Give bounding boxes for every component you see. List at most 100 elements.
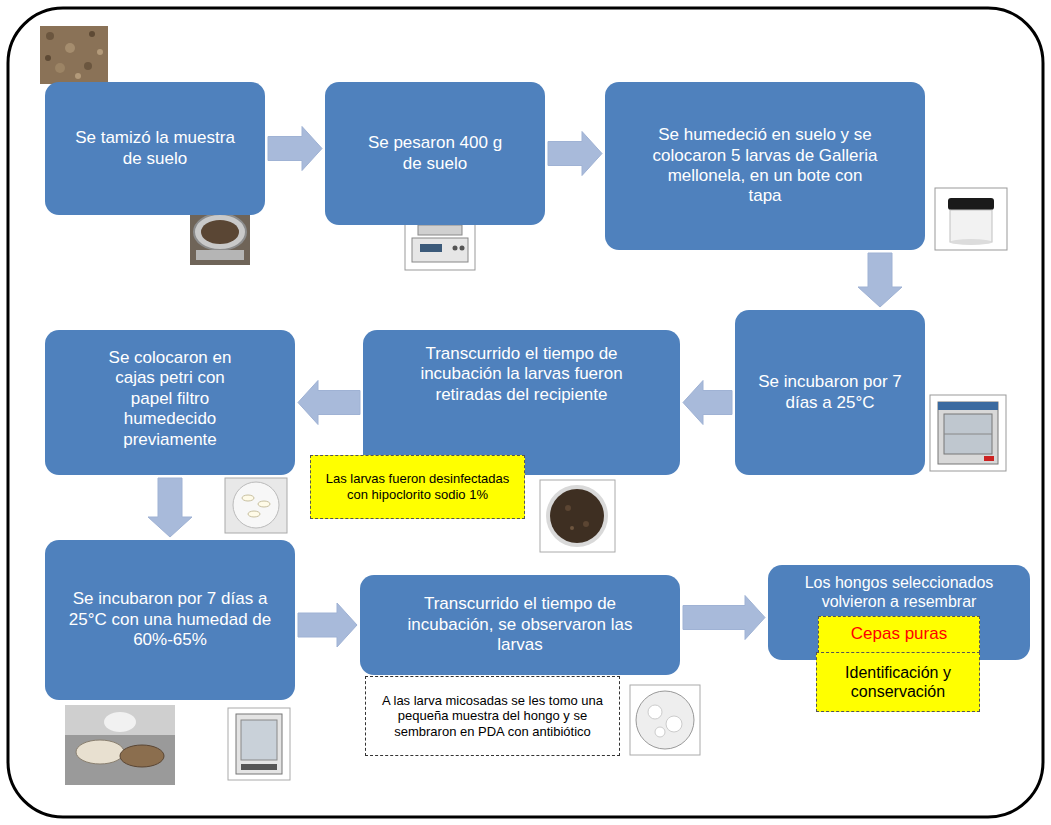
incubator-photo [944,414,992,454]
lab-photo [76,740,124,764]
incubator-photo [938,402,998,410]
block-arrow [298,381,360,425]
text-block: Las larvas fueron desinfectadas con hipo… [320,471,515,502]
lab-photo [120,745,164,767]
container-photo [950,210,992,242]
soil-photo [65,43,75,53]
process-box: Se incubaron por 7 días a 25°C con una h… [45,540,295,700]
soil-photo [75,73,81,79]
text-block: Transcurrido el tiempo de incubación, se… [395,594,645,655]
text-block: Cepas puras [824,624,974,644]
box-text: Identificación y conservación [823,663,973,701]
fungi-dish-photo [666,716,682,732]
fungi-dish-photo [655,727,665,737]
soil-photo [40,26,108,84]
box-text: Se pesaron 400 g de suelo [365,133,505,174]
box-text: Los hongos seleccionados volvieron a res… [779,573,1019,611]
fungi-dish-photo [648,705,662,719]
text-block: Se incubaron por 7 días a 25°C con una h… [65,589,275,650]
sieve-photo [196,250,244,260]
incubator-photo [938,402,998,464]
larvae-dish-photo [233,482,279,528]
scale-photo [418,225,462,235]
container-photo [950,239,992,245]
soil-dish-photo [550,489,604,543]
soil-dish-photo [546,485,608,547]
process-box: Se humedeció en suelo y se colocaron 5 l… [605,82,925,250]
lab-photo [104,712,136,732]
text-block: Transcurrido el tiempo de incubación la … [397,344,647,405]
container-photo [948,198,994,210]
text-block: Se incubaron por 7 días a 25°C [755,372,905,413]
container-photo [935,188,1007,250]
text-block: Se humedeció en suelo y se colocaron 5 l… [649,125,881,207]
incubator-photo [930,395,1006,471]
container-photo [935,188,1007,250]
soil-photo [45,55,51,61]
soil-photo [40,26,108,84]
fungi-dish-photo [636,691,694,749]
box-text: Cepas puras [824,624,974,644]
soil-photo [97,49,103,55]
soil-photo [46,32,54,40]
block-arrow [858,253,902,307]
soil-photo [55,63,65,73]
scale-photo [453,246,458,251]
incubator-photo [930,395,1006,471]
soil-photo [89,31,95,37]
larvae-dish-photo [258,501,270,507]
larvae-dish-photo [225,478,287,533]
incubator-photo [236,714,282,774]
process-box: Se incubaron por 7 días a 25°C [735,310,925,475]
soil-dish-photo [583,521,589,527]
incubator-photo [228,708,290,780]
larvae-dish-photo [248,511,260,517]
process-box: Transcurrido el tiempo de incubación, se… [360,575,680,675]
larvae-dish-photo [225,478,287,533]
box-text: Se colocaron en cajas petri con papel fi… [95,348,245,450]
text-block: Los hongos seleccionados volvieron a res… [779,573,1019,611]
box-text: Se humedeció en suelo y se colocaron 5 l… [649,125,881,207]
incubator-photo [228,708,290,780]
incubator-photo [241,764,277,770]
text-block: Se colocaron en cajas petri con papel fi… [95,348,245,450]
block-arrow [268,127,322,171]
process-box: Se tamizó la muestra de suelo [45,82,265,215]
soil-dish-photo [570,526,574,530]
scale-photo [460,246,465,251]
lab-photo [65,705,175,785]
fungi-dish-photo [630,685,700,755]
box-text: Se tamizó la muestra de suelo [75,128,235,169]
box-text: A las larva micosadas se les tomo una pe… [374,693,612,740]
box-text: Transcurrido el tiempo de incubación la … [397,344,647,405]
block-arrow [683,381,732,425]
soil-photo [84,62,92,70]
fungi-dish-photo [630,685,700,755]
box-text: Transcurrido el tiempo de incubación, se… [395,594,645,655]
text-block: Se tamizó la muestra de suelo [75,128,235,169]
larvae-dish-photo [242,495,254,501]
box-text: Se incubaron por 7 días a 25°C [755,372,905,413]
scale-photo [420,244,442,252]
sieve-photo [194,214,246,250]
text-block: Se pesaron 400 g de suelo [365,133,505,174]
block-arrow [298,603,357,647]
process-box: Se pesaron 400 g de suelo [325,82,545,225]
incubator-photo [984,456,994,461]
sieve-photo [201,220,239,244]
soil-dish-photo [565,505,571,511]
incubator-photo [944,434,992,435]
block-arrow [148,478,192,537]
result-box: Cepas puras [818,616,980,652]
lab-photo [65,705,175,785]
text-block: A las larva micosadas se les tomo una pe… [374,693,612,740]
lab-photo [65,705,175,735]
text-block: Identificación y conservación [823,663,973,701]
box-text: Se incubaron por 7 días a 25°C con una h… [65,589,275,650]
block-arrow [548,132,602,176]
soil-dish-photo [540,480,615,552]
incubator-photo [241,720,277,760]
process-box: Transcurrido el tiempo de incubación la … [363,330,680,475]
soil-dish-photo [540,480,615,552]
